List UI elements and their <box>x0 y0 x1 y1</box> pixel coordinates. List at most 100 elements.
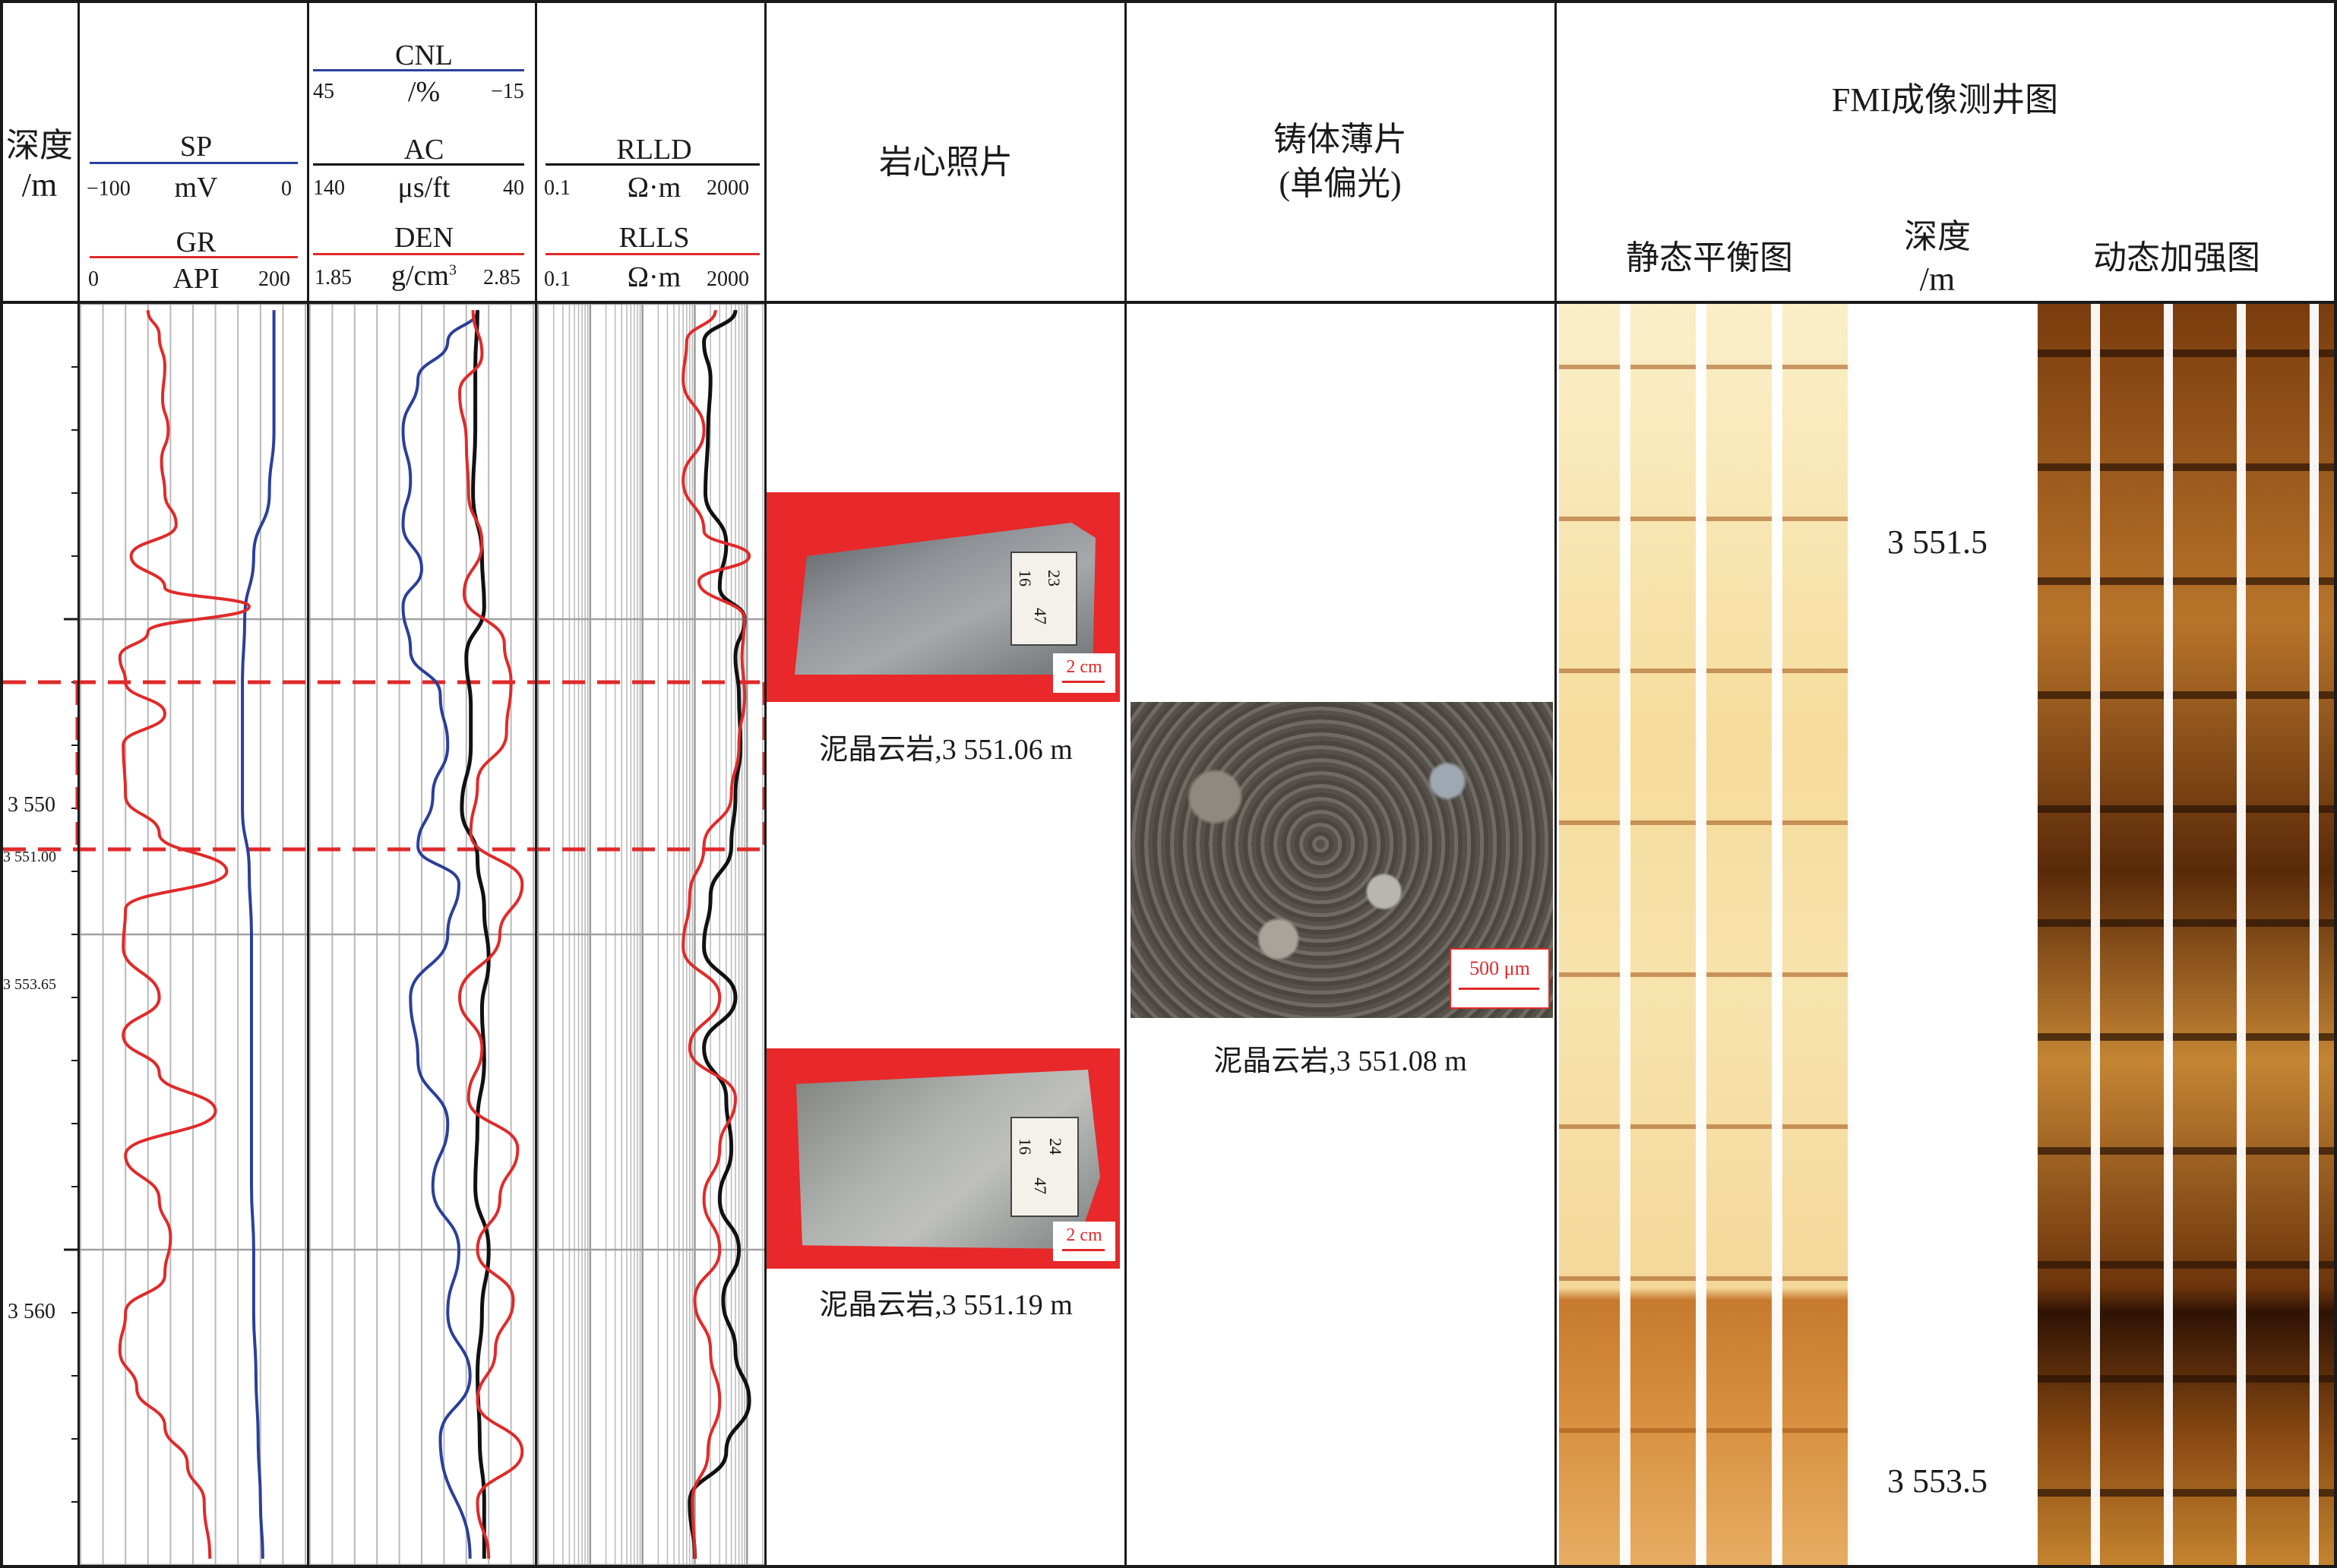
fmi-depth-title-2: /m <box>1919 261 1956 298</box>
sp-curve-name: SP <box>179 131 213 163</box>
fmi-dynamic-title: 动态加强图 <box>2093 239 2260 277</box>
core-scale-bar-2 <box>1062 1249 1105 1251</box>
col-divider-1 <box>77 0 80 1568</box>
ac-header-line <box>313 163 524 166</box>
track-grid <box>64 302 764 1566</box>
den-max: 2.85 <box>483 266 520 289</box>
ac-max: 40 <box>503 176 524 200</box>
core-label-card-1: 16 23 47 <box>1010 552 1077 646</box>
cnl-max: −15 <box>491 80 524 103</box>
gr-max: 200 <box>258 267 290 291</box>
fmi-dynamic-image <box>2038 304 2334 1565</box>
frame-left <box>0 0 3 1568</box>
fmi-static-image <box>1559 304 1852 1565</box>
col-divider-3 <box>535 0 537 1568</box>
core-photo-1-caption: 泥晶云岩,3 551.06 m <box>819 734 1073 766</box>
rlld-min: 0.1 <box>544 176 571 200</box>
rlls-curve-name: RLLS <box>618 222 690 254</box>
curve-den <box>457 310 524 1559</box>
fmi-title: FMI成像测井图 <box>1831 81 2059 119</box>
curve-rlld <box>688 309 751 1559</box>
core-label-1-right: 23 <box>1045 570 1064 586</box>
core-scale-bar-1 <box>1062 681 1105 683</box>
frame-top <box>0 0 2337 3</box>
depth-col-title-1: 深度 <box>6 127 73 164</box>
core-photo-title: 岩心照片 <box>879 144 1013 181</box>
rlls-min: 0.1 <box>544 267 571 291</box>
core-label-2-top: 16 <box>1016 1138 1035 1155</box>
thin-scale-box: 500 μm <box>1450 948 1550 1009</box>
fmi-static-title: 静态平衡图 <box>1626 239 1793 277</box>
fmi-depth-lower: 3 553.5 <box>1887 1462 1988 1500</box>
core-photo-2-caption: 泥晶云岩,3 551.19 m <box>819 1289 1073 1321</box>
den-unit-text: g/cm <box>391 260 449 292</box>
gr-curve-name: GR <box>176 226 217 258</box>
rlld-max: 2000 <box>707 176 749 200</box>
core-scale-box-2: 2 cm <box>1053 1222 1115 1261</box>
curve-sp <box>241 310 276 1559</box>
col-divider-5 <box>1124 0 1127 1568</box>
core-label-1-bottom: 47 <box>1031 608 1050 624</box>
rlls-header-line <box>546 253 760 255</box>
den-min: 1.85 <box>315 266 352 289</box>
core-photo-1: 16 23 47 2 cm <box>766 492 1120 702</box>
cnl-unit: /% <box>407 76 441 108</box>
ac-min: 140 <box>313 176 345 200</box>
depth-label-interval-bottom: 3 553.65 <box>3 976 56 993</box>
gr-min: 0 <box>88 267 99 291</box>
sp-min: −100 <box>87 177 131 201</box>
depth-label-interval-top: 3 551.00 <box>3 849 56 865</box>
den-unit: g/cm3 <box>311 261 536 290</box>
den-header-line <box>313 253 524 255</box>
core-scale-1: 2 cm <box>1066 657 1102 677</box>
curve-rlls <box>681 309 751 1559</box>
core-scale-box-1: 2 cm <box>1053 653 1115 693</box>
depth-label-3560: 3 560 <box>8 1300 55 1323</box>
sp-unit: mV <box>174 172 218 204</box>
col-divider-4 <box>764 0 767 1568</box>
cnl-curve-name: CNL <box>395 40 453 71</box>
ac-unit: μs/ft <box>397 172 451 204</box>
thin-section-title-1: 铸体薄片 <box>1273 121 1407 158</box>
rlls-unit: Ω·m <box>627 261 681 293</box>
frame-bottom <box>0 1565 2337 1568</box>
sp-max: 0 <box>281 177 292 201</box>
fmi-depth-title-1: 深度 <box>1904 218 1971 255</box>
thin-section-photo: 500 μm <box>1131 702 1553 1018</box>
rlld-curve-name: RLLD <box>616 134 692 166</box>
header-divider <box>0 301 2337 304</box>
cnl-header-line <box>313 69 524 71</box>
curve-gr <box>118 310 251 1559</box>
rlld-unit: Ω·m <box>627 172 681 204</box>
gr-unit: API <box>172 263 220 295</box>
den-unit-sup: 3 <box>448 261 457 279</box>
interval-markers <box>3 680 767 852</box>
den-curve-name: DEN <box>394 222 454 254</box>
core-photo-2: 16 24 47 2 cm <box>766 1048 1120 1269</box>
thin-section-title-2: (单偏光) <box>1279 165 1402 202</box>
ac-curve-name: AC <box>403 134 444 166</box>
thin-scale-bar <box>1459 988 1539 990</box>
col-divider-2 <box>307 0 309 1568</box>
thin-scale: 500 μm <box>1469 957 1530 979</box>
cnl-min: 45 <box>313 80 334 103</box>
frame-right <box>2334 0 2337 1568</box>
sp-header-line <box>90 162 298 164</box>
fmi-depth-upper: 3 551.5 <box>1887 523 1988 561</box>
col-divider-6 <box>1554 0 1557 1568</box>
core-scale-2: 2 cm <box>1066 1225 1102 1245</box>
core-label-2-right: 24 <box>1046 1138 1065 1155</box>
core-label-card-2: 16 24 47 <box>1010 1117 1079 1217</box>
log-curves <box>118 309 751 1559</box>
depth-col-title-2: /m <box>21 166 58 204</box>
thin-section-caption: 泥晶云岩,3 551.08 m <box>1213 1045 1467 1077</box>
depth-label-3550: 3 550 <box>8 793 55 817</box>
gr-header-line <box>90 256 298 258</box>
curve-cnl <box>401 309 479 1559</box>
core-label-2-bottom: 47 <box>1031 1178 1050 1194</box>
core-label-1-top: 16 <box>1016 570 1035 586</box>
rlls-max: 2000 <box>707 267 749 291</box>
rlld-header-line <box>546 163 760 166</box>
